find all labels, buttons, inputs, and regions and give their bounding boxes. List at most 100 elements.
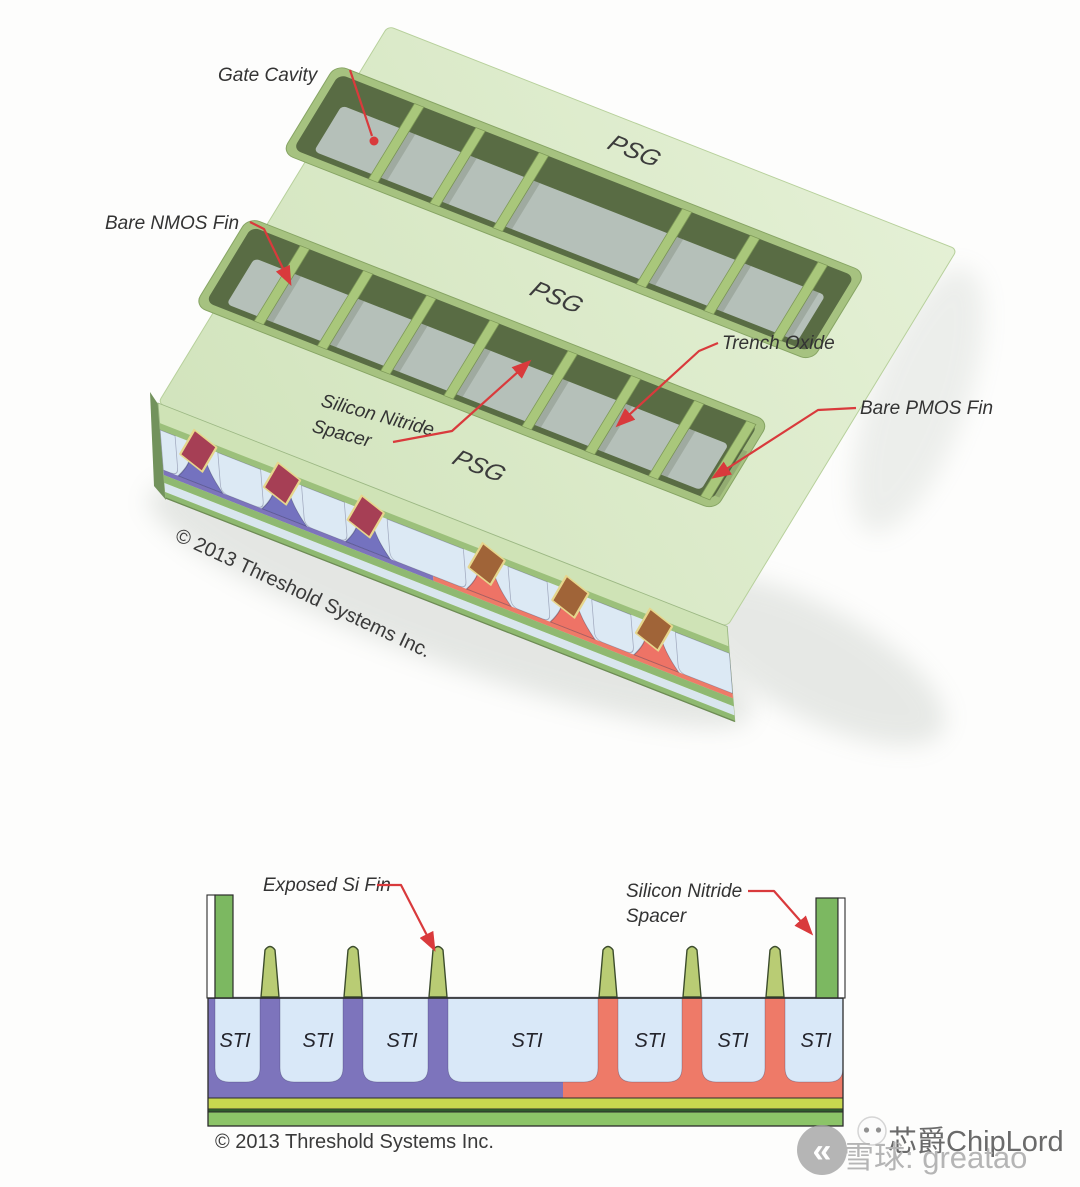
sti-cell [279, 996, 344, 1083]
pmos-fin-heads [467, 541, 674, 652]
exposed-si-fin [428, 945, 448, 998]
fin-shadow [442, 155, 477, 205]
fin-shadow [456, 348, 491, 397]
exposed-si-fin [260, 945, 280, 998]
nmos-fin-head [262, 461, 302, 506]
spacer-notch-left [206, 894, 216, 999]
watermark: « 芯爵ChipLord 雪球: greatao [797, 1116, 1064, 1175]
bare-nmos-fin [316, 269, 374, 350]
watermark-account: 雪球: greatao [843, 1140, 1027, 1175]
leader-gate-cavity [348, 69, 374, 137]
sti-label: STI [302, 1030, 334, 1052]
label-trench-oxide: Trench Oxide [722, 333, 835, 354]
sti-label: STI [386, 1030, 418, 1052]
label-gate-cavity: Gate Cavity [218, 65, 319, 86]
bare-pmos-fin [700, 420, 757, 501]
nmos-well-front [163, 470, 434, 581]
exposed-si-fin [343, 945, 363, 998]
exposed-si-fin [682, 945, 702, 998]
trench-fin [635, 208, 693, 289]
cross-section-outline [207, 997, 844, 1127]
trench-2 [198, 220, 766, 508]
trench-fin [492, 151, 550, 232]
pmos-fin-head [551, 574, 590, 619]
trench-fin [367, 103, 425, 184]
leader-trench-oxide [615, 341, 719, 428]
sti-cell [214, 996, 261, 1083]
substrate-bottom-layer [165, 492, 735, 722]
trench-1-fins [367, 103, 829, 342]
slab-top-face: PSG PSG PSG [159, 27, 956, 626]
substrate-oxide-layer [164, 483, 735, 716]
nmos-fin-head [346, 494, 385, 539]
silicon-nitride-line2: Spacer [626, 906, 687, 927]
fin-shadow [266, 273, 302, 323]
leader-silicon-nitride-spacer-bottom [748, 889, 814, 936]
exposed-si-fin [765, 945, 785, 998]
xueqiu-logo-icon [797, 1125, 847, 1175]
fin-shadow [716, 263, 752, 312]
sti-cell [617, 996, 683, 1083]
label-bare-pmos-fin: Bare PMOS Fin [860, 398, 993, 419]
sti-label: STI [511, 1030, 543, 1052]
bare-nmos-fin [380, 294, 437, 375]
xueqiu-logo-glyph: « [813, 1132, 832, 1170]
front-oxide-cells [159, 429, 733, 694]
sti-label: STI [800, 1030, 832, 1052]
leader-bare-pmos-fin [711, 406, 857, 479]
spacer-notch-right [837, 897, 846, 999]
fin-shadow [392, 323, 428, 372]
bare-pmos-fin [521, 350, 578, 431]
slab-left-face [150, 392, 166, 500]
fin-shadow [505, 180, 540, 230]
oxide-cell [507, 565, 551, 621]
layer-yellow-green [207, 1097, 844, 1110]
fin-shadow [784, 290, 819, 339]
leader-silicon-nitride-spacer [392, 359, 532, 444]
trench-1-fin-shadows [380, 131, 819, 339]
robot-eye-icon [863, 1127, 870, 1133]
sti-label: STI [219, 1030, 251, 1052]
substrate-line-layer [163, 475, 734, 707]
oxide-cell [591, 598, 634, 653]
sti-label: STI [634, 1030, 666, 1052]
leader-bare-nmos-fin [249, 221, 292, 286]
trench-1 [285, 67, 862, 359]
copyright-bottom: © 2013 Threshold Systems Inc. [215, 1131, 494, 1153]
oxide-cell [301, 484, 348, 541]
front-bottom-edge [165, 497, 735, 723]
nmos-fin-heads [179, 428, 385, 539]
trench-oxide-floor [315, 106, 824, 340]
slab-front-face [157, 402, 736, 723]
silicon-nitride-line1: Silicon Nitride [626, 881, 742, 902]
pmos-well-front [433, 575, 733, 699]
sti-cell [447, 996, 599, 1083]
sti-cells [214, 996, 844, 1083]
shadow-bottom-right [675, 574, 945, 746]
pmos-fin-head [634, 607, 674, 652]
watermark-brand: 芯爵ChipLord [888, 1125, 1064, 1158]
layer-green [207, 1111, 844, 1127]
robot-eye-icon [875, 1127, 882, 1133]
sti-cell [701, 996, 766, 1083]
leader-exposed-si-fin [377, 883, 436, 952]
fin-shadow [329, 298, 365, 348]
oxide-cell [675, 631, 733, 694]
label-bare-nmos-fin: Bare NMOS Fin [105, 213, 239, 234]
oxide-cell [217, 452, 264, 508]
silicon-nitride-spacer-left [214, 894, 234, 999]
fin-shadow [534, 378, 569, 428]
exposed-si-fin [598, 945, 618, 998]
exposed-si-fins [260, 945, 785, 998]
bottom-diagram: STI STI STI STI STI STI STI Exposed Si F… [206, 875, 846, 1153]
nitride-spacers [206, 894, 846, 999]
nmos-fin-head [179, 428, 218, 473]
layer-dark-green-line [208, 1109, 843, 1112]
chiplord-robot-icon [857, 1116, 887, 1146]
fin-shadow [380, 131, 416, 181]
sti-labels: STI STI STI STI STI STI STI [219, 1030, 832, 1052]
oxide-cell [159, 429, 179, 475]
sti-cell [362, 996, 429, 1083]
